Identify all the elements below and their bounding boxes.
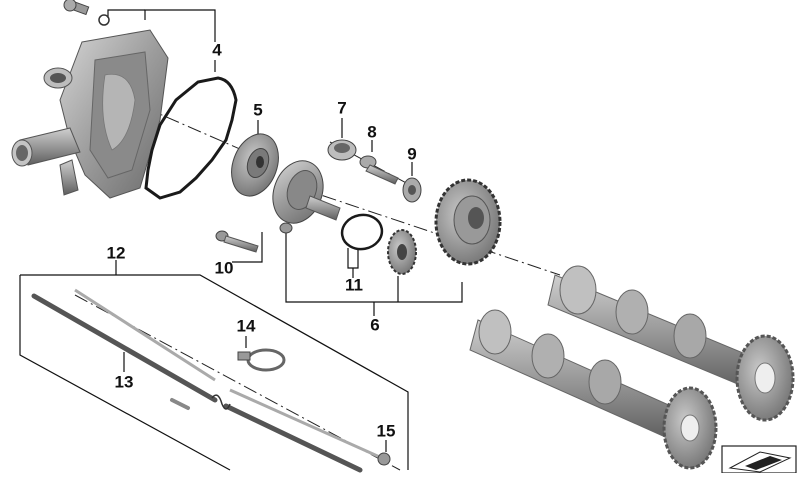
impeller: [231, 133, 279, 197]
bolt: [359, 155, 399, 185]
callout-5: 5: [253, 100, 263, 120]
callout-13: 13: [114, 372, 134, 392]
view-direction-icon: [721, 445, 797, 474]
callout-15: 15: [376, 421, 396, 441]
callout-8: 8: [367, 122, 377, 142]
o-ring: [340, 213, 384, 251]
callout-7: 7: [337, 98, 347, 118]
water-pump-housing: [11, 0, 169, 199]
small-gear: [387, 229, 417, 275]
callout-10: 10: [214, 258, 234, 278]
pump-shaft-assembly: [272, 160, 341, 234]
bolt-10: [215, 230, 259, 253]
callout-9: 9: [407, 144, 417, 164]
gasket: [144, 76, 238, 200]
camshaft-upper: [547, 265, 795, 422]
callout-4: 4: [212, 40, 222, 60]
callout-14: 14: [236, 316, 256, 336]
bearing-bushing: [327, 139, 357, 161]
kit-frame: [19, 274, 409, 471]
leader-lines: [107, 9, 463, 452]
camshaft-lower: [469, 309, 718, 470]
rod: [31, 293, 363, 473]
hose-clamp: [237, 348, 286, 372]
drive-gear: [434, 178, 502, 266]
retaining-strap: [74, 288, 391, 466]
washer: [402, 177, 422, 203]
callout-12: 12: [106, 243, 126, 263]
pin: [170, 398, 190, 410]
callout-6: 6: [370, 315, 380, 335]
callout-11: 11: [345, 275, 363, 295]
